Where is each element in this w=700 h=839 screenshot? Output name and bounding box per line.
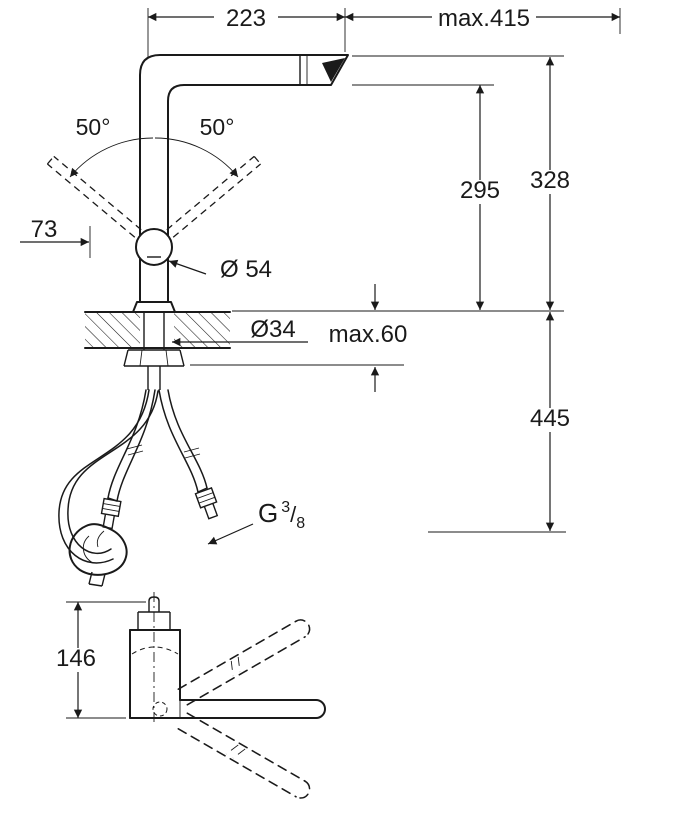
ball-diameter-label: Ø 54 [220,256,272,283]
thread-numerator: 3 [281,499,290,516]
swivel-angle-right-label: 50° [200,114,235,140]
dimension-handle-clearance: 73 [20,216,91,258]
lever-swivel-left: 50° [46,114,154,238]
hose-length-label: 445 [530,405,570,432]
swivel-arm-down [177,712,311,799]
mounting-deck [84,311,231,390]
dimension-side-height: 146 [50,601,146,719]
dimension-ball-diameter: Ø 54 [168,256,284,283]
lever-pin [148,596,160,612]
thread-slash: / [290,502,297,527]
lever-ball-joint [135,228,173,266]
max-reach-label: max.415 [438,5,530,32]
counter-section-left [85,312,140,348]
faucet-front-view [132,54,349,313]
dimension-max-reach: max.415 [345,5,621,34]
overall-height-label: 328 [530,167,570,194]
dimension-overall-height: 328 [232,55,580,312]
supply-hoses [58,389,219,587]
spout-pivot [152,701,168,717]
swivel-angle-left-label: 50° [76,114,111,140]
mounting-locknut [123,349,185,367]
spout-height-label: 295 [460,177,500,204]
thread-prefix: G [258,498,278,528]
dimension-deck-thickness: max.60 [190,284,420,392]
deck-thickness-label: max.60 [329,321,408,348]
swivel-arm-up [177,619,311,706]
lever-swivel-right: 50° [154,114,262,238]
side-height-label: 146 [56,645,96,672]
pullout-hose-loop [58,389,150,564]
dimension-spout-height: 295 [352,84,508,310]
hose-weight [68,523,128,587]
top-width-label: 223 [226,5,266,32]
handle-clearance-label: 73 [31,216,58,243]
thread-denominator: 8 [296,515,305,532]
dimension-hole-diameter: Ø34 [172,316,308,347]
hole-diameter-label: Ø34 [250,316,295,343]
hose-connector-left [100,497,122,530]
spray-outlet [322,58,345,82]
dimension-hose-length: 445 [428,312,582,533]
dimension-top-width: 223 [147,5,346,57]
hose-connector-right [194,487,219,520]
faucet-side-view [129,592,326,799]
